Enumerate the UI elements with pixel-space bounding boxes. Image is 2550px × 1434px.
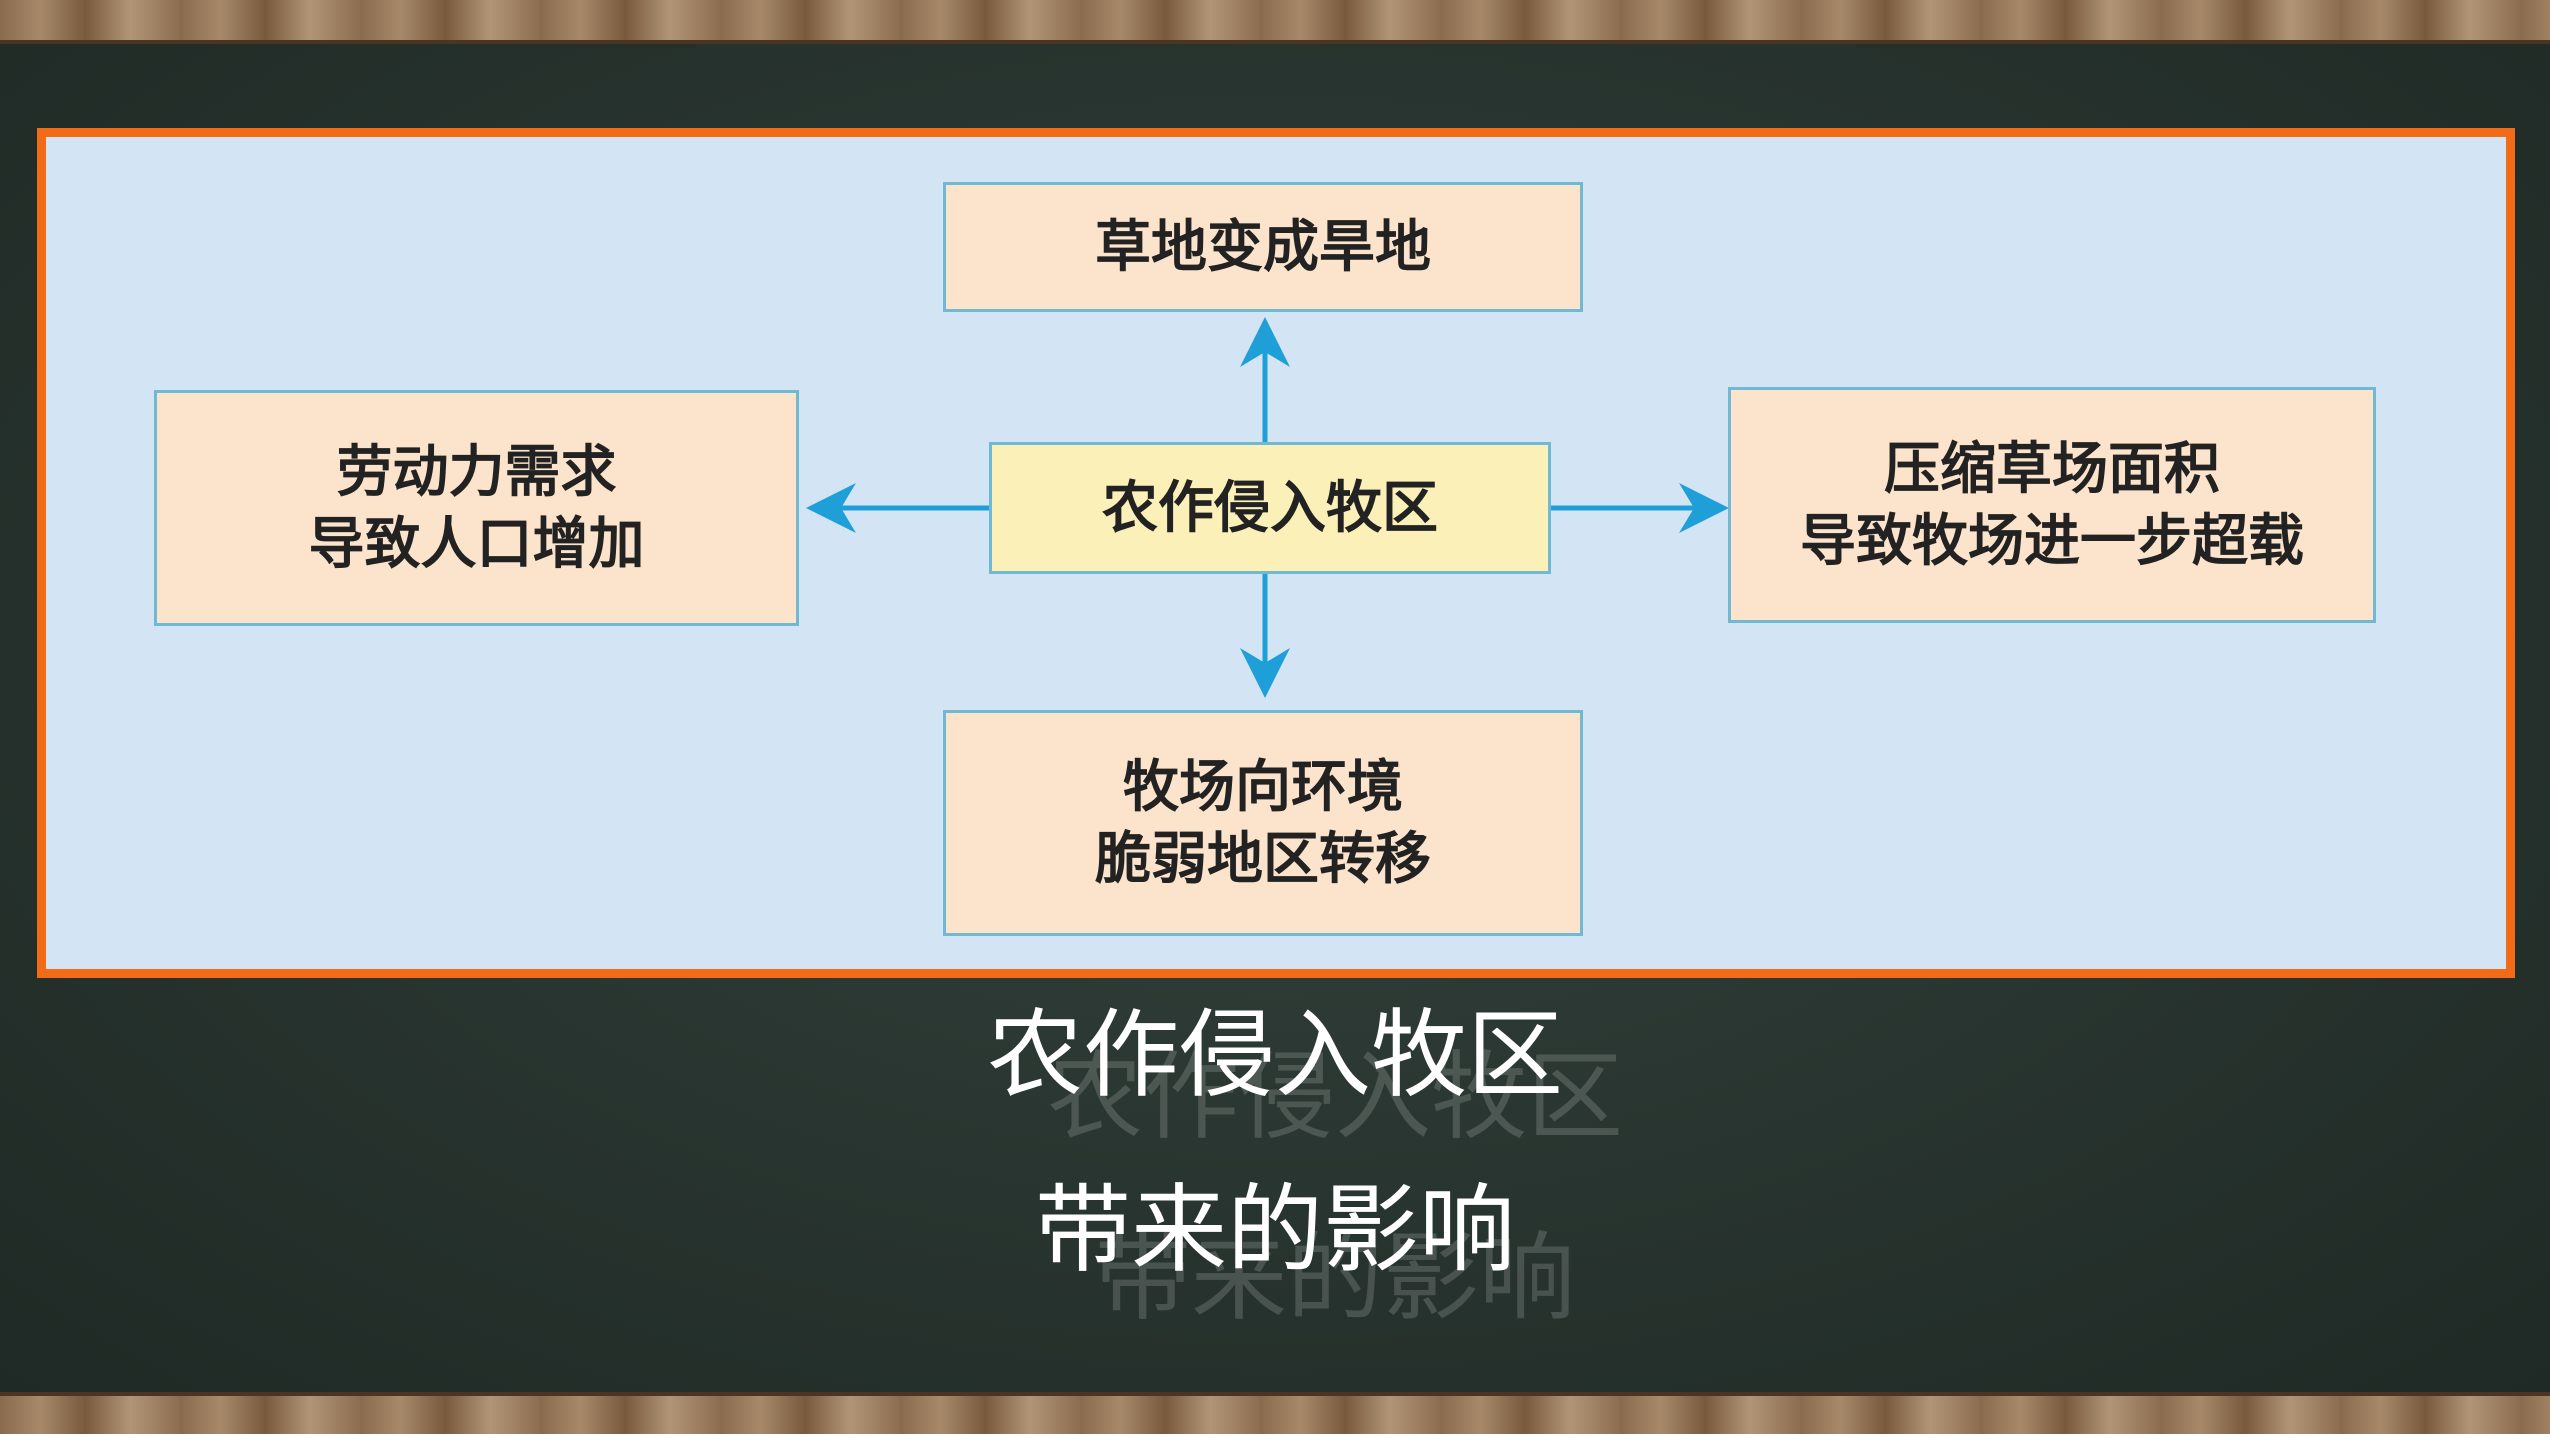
arrow-layer xyxy=(806,317,1729,698)
wood-frame-bottom xyxy=(0,1392,2550,1434)
node-right: 压缩草场面积 导致牧场进一步超载 xyxy=(1728,387,2376,623)
node-top-label: 草地变成旱地 xyxy=(1095,214,1431,280)
flow-diagram: 草地变成旱地 农作侵入牧区 劳动力需求 导致人口增加 压缩草场面积 导致牧场进一… xyxy=(46,137,2506,969)
wood-frame-top xyxy=(0,0,2550,44)
caption-line1-shadow: 农作侵入牧区 xyxy=(1047,1041,1623,1153)
node-bottom-line2: 脆弱地区转移 xyxy=(1095,826,1431,892)
node-right-line1: 压缩草场面积 xyxy=(1884,436,2220,502)
node-left-line1: 劳动力需求 xyxy=(336,439,617,505)
caption-line1: 农作侵入牧区 xyxy=(987,999,1563,1111)
node-top: 草地变成旱地 xyxy=(943,182,1583,312)
node-center-label: 农作侵入牧区 xyxy=(1102,475,1438,541)
node-bottom-line1: 牧场向环境 xyxy=(1123,754,1403,820)
caption-line2-shadow: 带来的影响 xyxy=(1095,1222,1575,1334)
node-left-line2: 导致人口增加 xyxy=(308,511,645,577)
node-bottom: 牧场向环境 脆弱地区转移 xyxy=(943,710,1583,936)
caption-line2: 带来的影响 xyxy=(1035,1174,1515,1286)
node-right-line2: 导致牧场进一步超载 xyxy=(1800,508,2304,574)
node-center: 农作侵入牧区 xyxy=(989,442,1551,574)
node-left: 劳动力需求 导致人口增加 xyxy=(154,390,799,626)
diagram-frame: 草地变成旱地 农作侵入牧区 劳动力需求 导致人口增加 压缩草场面积 导致牧场进一… xyxy=(37,128,2515,978)
